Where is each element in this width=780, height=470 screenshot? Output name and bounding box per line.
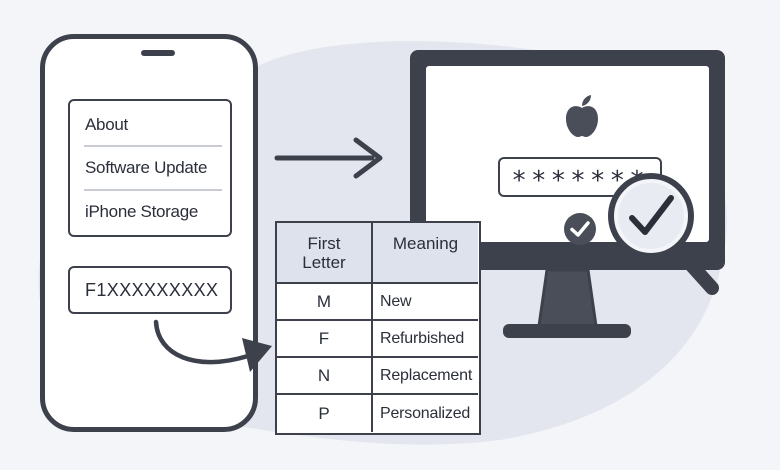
- header-line-letter: Letter: [302, 252, 346, 272]
- table-cell-meaning: Refurbished: [373, 321, 478, 358]
- header-line-first: First: [307, 233, 341, 253]
- table-header-cell: First Letter: [277, 223, 373, 284]
- password-field[interactable]: *******: [498, 157, 662, 197]
- table-header-meaning: Meaning: [392, 234, 459, 253]
- settings-divider: [84, 145, 222, 147]
- check-circle-icon: [564, 213, 596, 245]
- table-cell-meaning: Personalized: [380, 404, 471, 422]
- settings-item-about[interactable]: About: [85, 115, 128, 134]
- phone-speaker: [141, 50, 175, 56]
- settings-item-software-update[interactable]: Software Update: [85, 158, 208, 177]
- table-cell-letter: N: [277, 358, 373, 395]
- settings-item-iphone-storage[interactable]: iPhone Storage: [85, 202, 198, 221]
- first-letter-table: First Letter Meaning M New F Refurbished…: [275, 221, 481, 435]
- apple-logo-icon: [566, 95, 598, 137]
- table-cell-meaning: New: [373, 284, 478, 321]
- password-mask: *******: [511, 166, 649, 196]
- table-cell-meaning: Replacement: [373, 358, 478, 395]
- settings-list: About Software Update iPhone Storage: [68, 99, 232, 237]
- serial-number-field: F1XXXXXXXXX: [68, 266, 232, 314]
- table-cell-letter: M: [277, 284, 373, 321]
- iphone: About Software Update iPhone Storage F1X…: [40, 34, 258, 432]
- monitor-screen: *******: [426, 66, 709, 245]
- settings-divider: [84, 189, 222, 191]
- table-cell-letter: F: [277, 321, 373, 358]
- table-cell-letter: P: [277, 395, 373, 432]
- table-header-cell: Meaning: [373, 223, 478, 284]
- table-header-first-letter: First Letter: [302, 234, 345, 272]
- serial-number-value: F1XXXXXXXXX: [85, 280, 219, 300]
